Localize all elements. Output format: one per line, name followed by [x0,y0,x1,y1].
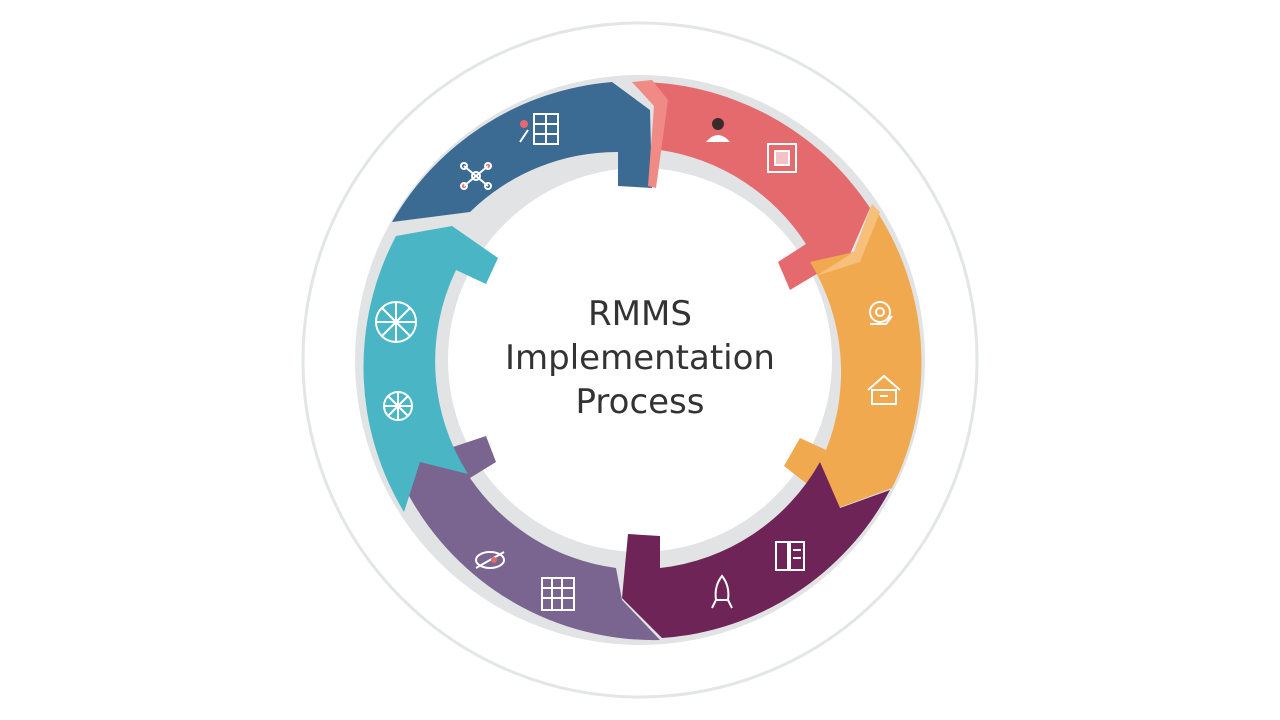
title-line-1: RMMS [588,294,692,334]
gear-hand-icon [869,301,893,325]
segment-coral [632,81,870,290]
segment-coral-fold [632,80,668,188]
segment-teal [363,226,498,512]
grid-calendar-icon [541,577,575,611]
team-board-icon [519,113,559,145]
segment-orange [784,204,922,508]
inner-white [448,168,832,552]
wrench-chart-icon [475,551,505,569]
outer-ring [301,21,979,699]
rocket-icon [711,574,733,609]
sphere-nodes-icon [383,391,413,421]
globe-network-icon [375,301,417,343]
title-line-3: Process [575,382,705,422]
house-tool-icon [867,374,901,405]
person-avatar-icon [706,118,730,142]
segment-plum [622,462,890,638]
framed-document-icon [767,143,797,173]
network-nodes-icon [460,162,492,190]
title-line-2: Implementation [505,338,775,378]
document-stack-icon [775,541,805,571]
diagram-center-title: RMMS Implementation Process [490,292,790,424]
segment-orange-fold [816,204,880,276]
segment-blue [392,82,652,222]
segment-purple [408,436,660,641]
